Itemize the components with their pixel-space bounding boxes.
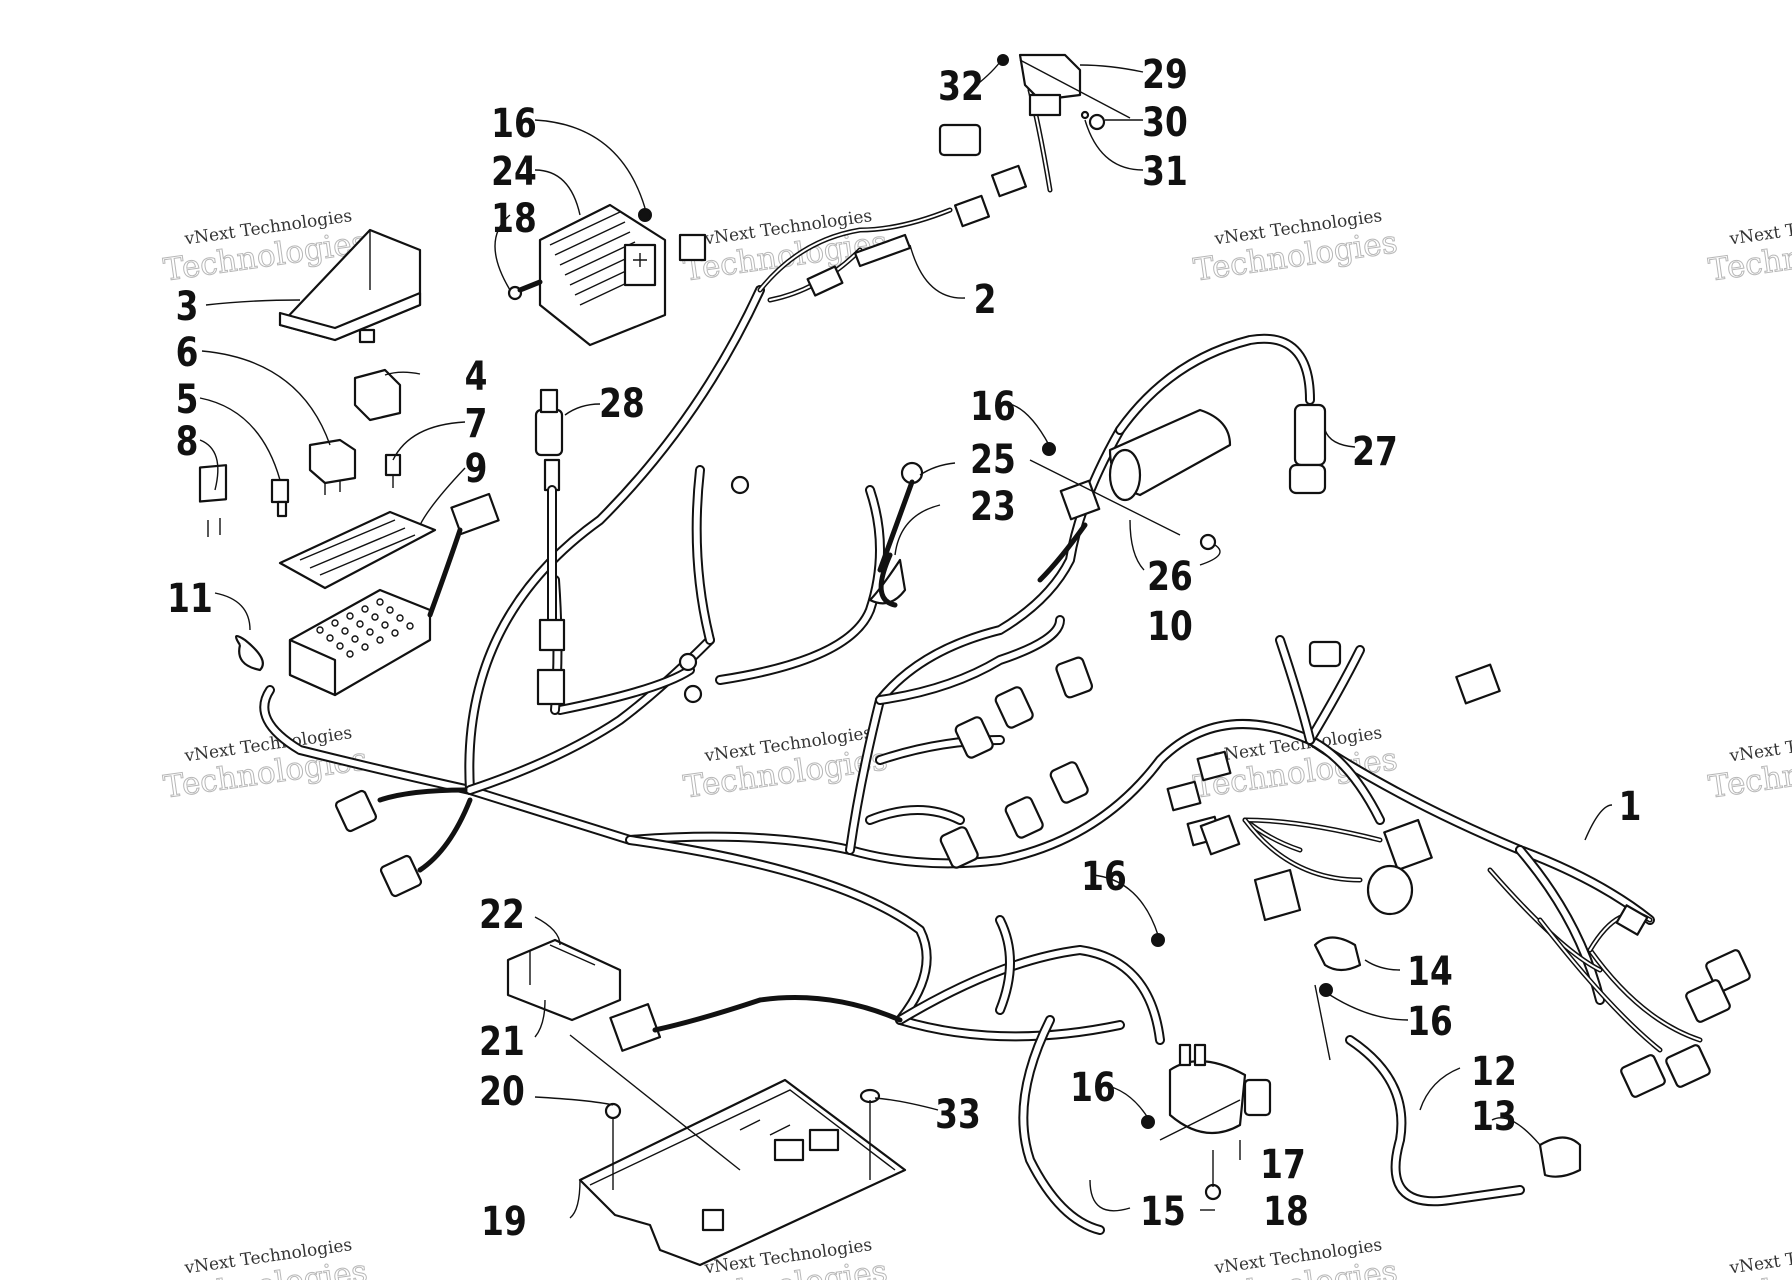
- callout-15: 15: [1140, 1188, 1186, 1235]
- connectors-left: [334, 787, 473, 898]
- watermark: Technologies vNext Technologies: [1191, 206, 1400, 289]
- callout-28: 28: [599, 380, 645, 427]
- callout-13: 13: [1471, 1093, 1517, 1140]
- fuse-blade: [270, 478, 290, 518]
- voltage-regulator: [538, 203, 707, 347]
- callout-12: 12: [1471, 1048, 1517, 1095]
- callout-7: 7: [465, 400, 488, 447]
- screw-33: [859, 1088, 881, 1180]
- fuse-block-label: [278, 510, 437, 590]
- fuse-block: [288, 492, 500, 697]
- nut-16-mid: [1042, 442, 1056, 456]
- ignition-coil: [1037, 408, 1232, 583]
- watermark: Technologies vNext Technologies: [1191, 1235, 1400, 1280]
- nut-16-right: [1319, 983, 1333, 997]
- callout-18b: 18: [1263, 1188, 1309, 1235]
- watermark: Technologies vNext Technologies: [1706, 1235, 1792, 1280]
- callout-9: 9: [465, 445, 488, 492]
- relay-large: [353, 368, 402, 422]
- callout-27: 27: [1352, 428, 1398, 475]
- callout-26: 26: [1147, 553, 1193, 600]
- callout-21: 21: [479, 1018, 525, 1065]
- nut-16-top: [638, 208, 652, 222]
- callout-8: 8: [176, 418, 199, 465]
- callout-18a: 18: [491, 195, 537, 242]
- nut-16-bottom: [1141, 1115, 1155, 1129]
- starter-solenoid: [1168, 1043, 1272, 1135]
- connectors-center: [939, 656, 1094, 869]
- terminal-boot: [1313, 936, 1362, 972]
- clip-ring: [234, 634, 264, 672]
- watermark: Technologies vNext Technologies: [161, 1235, 370, 1280]
- fuse-small: [384, 453, 402, 488]
- ring-terminals: [678, 475, 750, 704]
- callout-20: 20: [479, 1068, 525, 1115]
- screw-10: [1199, 533, 1217, 551]
- callout-23: 23: [970, 483, 1016, 530]
- callout-16a: 16: [491, 100, 537, 147]
- callouts: 1 2 3 4 5 6 7 8 9 10 11 12 13 14 15 16 1…: [167, 51, 1641, 1245]
- callout-29: 29: [1142, 51, 1188, 98]
- callout-33: 33: [935, 1091, 981, 1138]
- callout-32: 32: [938, 63, 984, 110]
- callout-24: 24: [491, 148, 537, 195]
- oxygen-sensor: [534, 388, 566, 706]
- callout-16e: 16: [1407, 998, 1453, 1045]
- callout-19: 19: [481, 1198, 527, 1245]
- callout-30: 30: [1142, 99, 1188, 146]
- screw-18-bottom: [1204, 1150, 1222, 1201]
- fuse-box-cover: [278, 228, 422, 344]
- connectors-far-right: [1615, 904, 1751, 1098]
- ground-terminal: [868, 461, 924, 608]
- watermark: Technologies vNext Technologies: [1706, 206, 1792, 289]
- ecu-module: [506, 938, 903, 1052]
- connectors-right: [1166, 640, 1501, 922]
- spark-plug-cap: [1288, 403, 1327, 495]
- callout-11: 11: [167, 575, 213, 622]
- watermark: Technologies vNext Technologies: [681, 206, 890, 289]
- callout-16d: 16: [1070, 1064, 1116, 1111]
- nut-16-center: [1151, 933, 1165, 947]
- callout-31: 31: [1142, 148, 1188, 195]
- callout-17: 17: [1260, 1141, 1306, 1188]
- callout-4: 4: [465, 353, 488, 400]
- screw-20: [604, 1102, 622, 1190]
- callout-16c: 16: [1081, 853, 1127, 900]
- callout-14: 14: [1407, 948, 1453, 995]
- connector-2: [806, 123, 1028, 297]
- screw-18-top: [507, 279, 543, 301]
- callout-1: 1: [1619, 783, 1642, 830]
- leader-lines: [199, 59, 1613, 1219]
- callout-6: 6: [176, 329, 199, 376]
- callout-16b: 16: [970, 383, 1016, 430]
- relay-mini: [308, 438, 357, 495]
- callout-5: 5: [176, 376, 199, 423]
- callout-22: 22: [479, 891, 525, 938]
- callout-3: 3: [176, 283, 199, 330]
- terminal-cap: [1538, 1136, 1582, 1178]
- callout-2: 2: [974, 276, 997, 323]
- relay-small: [198, 464, 228, 537]
- callout-25: 25: [970, 436, 1016, 483]
- switch-assembly: [997, 53, 1106, 131]
- mounting-plate: [578, 1078, 907, 1267]
- callout-10: 10: [1147, 603, 1193, 650]
- watermark: Technologies vNext Technologies: [1706, 723, 1792, 806]
